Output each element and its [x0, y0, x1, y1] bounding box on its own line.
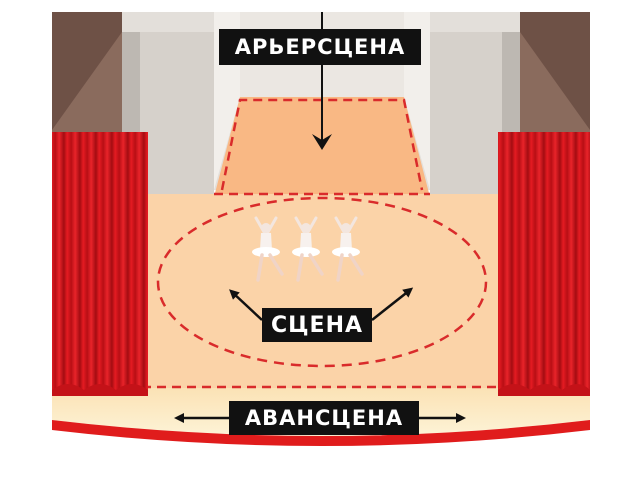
backstage-arrow-head — [312, 134, 332, 150]
proscenium-label: АВАНСЦЕНА — [229, 401, 419, 435]
stage-area-dash — [156, 196, 488, 368]
apron-edge — [52, 420, 590, 446]
ballerina-icon — [292, 216, 324, 282]
stage-arrow-right — [371, 287, 414, 321]
right-curtain — [498, 132, 590, 396]
backstage-label: АРЬЕРСЦЕНА — [219, 29, 421, 65]
stage-arrow-left — [229, 289, 263, 321]
ballerina-icon — [332, 216, 364, 282]
left-curtain — [52, 132, 148, 396]
stage-label: СЦЕНА — [262, 308, 372, 342]
ballerina-icon — [252, 216, 284, 282]
